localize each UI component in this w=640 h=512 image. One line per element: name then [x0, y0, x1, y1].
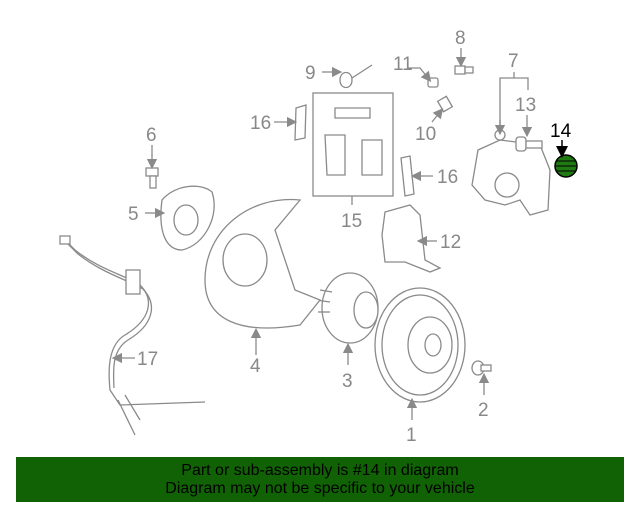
part-4-dust-shield[interactable]: 4: [204, 198, 322, 377]
callout-15: 15: [341, 211, 362, 232]
callout-5: 5: [128, 204, 139, 225]
part-2-screw[interactable]: 2: [471, 360, 492, 421]
callout-7: 7: [508, 51, 519, 72]
part-13-guide-bolt[interactable]: 13: [515, 95, 543, 152]
part-5-backing-plate[interactable]: 5: [128, 185, 215, 251]
callout-4: 4: [250, 356, 261, 377]
callout-3: 3: [342, 371, 353, 392]
callout-11: 11: [393, 54, 413, 75]
part-11-cap[interactable]: 11: [393, 54, 439, 88]
part-7-caliper[interactable]: 7: [471, 51, 551, 216]
callout-14: 14: [550, 121, 572, 142]
part-14-highlighted[interactable]: 14: [550, 121, 578, 178]
callout-8: 8: [455, 28, 466, 49]
callout-16-right: 16: [437, 167, 458, 188]
part-6-bolt[interactable]: 6: [145, 125, 159, 189]
callout-16-left: 16: [250, 113, 271, 134]
callout-1: 1: [406, 425, 417, 446]
callout-9: 9: [305, 63, 316, 84]
part-9-spring[interactable]: 9: [305, 63, 373, 89]
part-8-bleeder-screw[interactable]: 8: [454, 28, 474, 75]
banner-line-part-info: Part or sub-assembly is #14 in diagram: [181, 462, 459, 479]
part-16-shim-right[interactable]: 16: [400, 155, 458, 197]
part-3-hub-bearing[interactable]: 3: [315, 272, 379, 392]
part-15-brake-pad-set[interactable]: 15: [312, 92, 394, 232]
banner-line-disclaimer: Diagram may not be specific to your vehi…: [165, 480, 475, 497]
part-12-caliper-bracket[interactable]: 12: [381, 204, 461, 273]
part-1-brake-rotor[interactable]: 1: [374, 287, 466, 446]
part-17-abs-sensor-cable[interactable]: 17: [59, 235, 206, 436]
callout-10: 10: [415, 124, 436, 145]
callout-13: 13: [515, 95, 536, 116]
parts-diagram: 1 2 3 4 5 6: [59, 28, 578, 446]
callout-17: 17: [137, 349, 158, 370]
callout-6: 6: [146, 125, 157, 146]
part-10-sensor[interactable]: 10: [415, 95, 454, 145]
info-banner: Part or sub-assembly is #14 in diagram D…: [16, 457, 624, 502]
part-16-shim-left[interactable]: 16: [250, 104, 307, 141]
callout-12: 12: [440, 232, 461, 253]
callout-2: 2: [478, 400, 489, 421]
